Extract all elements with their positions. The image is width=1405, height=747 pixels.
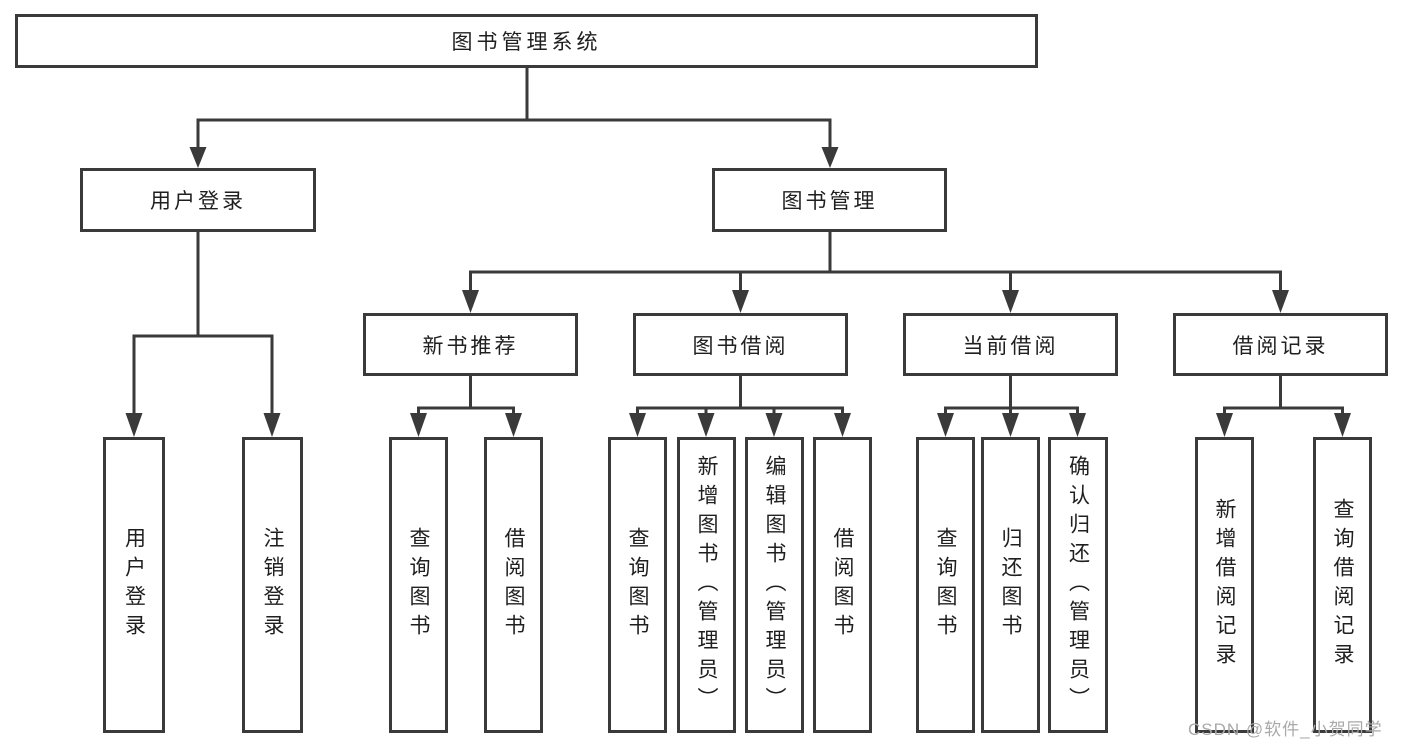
leaf-add-borrow-record: 新增借阅记录 (1195, 437, 1254, 733)
leaf-logout: 注销登录 (242, 437, 303, 733)
leaf-user-login-label: 用户登录 (122, 527, 146, 643)
node-book-management-label: 图书管理 (781, 190, 878, 213)
leaf-borrow-book-1-label: 借阅图书 (502, 527, 526, 643)
leaf-query-book-2-label: 查询图书 (626, 527, 650, 643)
leaf-query-book-1-label: 查询图书 (407, 527, 431, 643)
leaf-edit-book-admin: 编辑图书（管理员） (745, 437, 804, 733)
leaf-borrow-book-1: 借阅图书 (484, 437, 543, 733)
leaf-query-book-2: 查询图书 (608, 437, 667, 733)
node-new-book-recommend-label: 新书推荐 (422, 334, 519, 358)
leaf-borrow-book-2: 借阅图书 (813, 437, 872, 733)
leaf-query-book-3: 查询图书 (916, 437, 975, 733)
leaf-add-book-admin: 新增图书（管理员） (677, 437, 736, 733)
node-user-login-label: 用户登录 (150, 190, 246, 213)
leaf-query-borrow-record-label: 查询借阅记录 (1331, 498, 1355, 672)
leaf-return-book: 归还图书 (981, 437, 1040, 733)
leaf-edit-book-admin-label: 编辑图书（管理员） (763, 454, 787, 716)
node-current-borrow: 当前借阅 (903, 313, 1118, 376)
node-book-borrow: 图书借阅 (633, 313, 848, 376)
leaf-add-borrow-record-label: 新增借阅记录 (1213, 498, 1237, 672)
leaf-query-book-3-label: 查询图书 (934, 527, 958, 643)
node-system-root: 图书管理系统 (15, 14, 1038, 68)
node-user-login: 用户登录 (80, 168, 316, 232)
node-system-root-label: 图书管理系统 (451, 31, 602, 54)
node-book-management: 图书管理 (712, 168, 947, 232)
node-book-borrow-label: 图书借阅 (692, 334, 789, 358)
leaf-query-borrow-record: 查询借阅记录 (1313, 437, 1372, 733)
leaf-logout-label: 注销登录 (261, 527, 285, 643)
leaf-return-book-label: 归还图书 (999, 527, 1023, 643)
node-borrow-record: 借阅记录 (1173, 313, 1388, 376)
leaf-query-book-1: 查询图书 (389, 437, 448, 733)
node-borrow-record-label: 借阅记录 (1232, 334, 1329, 358)
leaf-confirm-return-admin: 确认归还（管理员） (1048, 437, 1108, 733)
leaf-add-book-admin-label: 新增图书（管理员） (695, 454, 719, 716)
csdn-watermark: CSDN @软件_小贺同学 (1188, 720, 1383, 739)
leaf-user-login: 用户登录 (103, 437, 165, 733)
node-current-borrow-label: 当前借阅 (962, 334, 1059, 358)
node-new-book-recommend: 新书推荐 (363, 313, 578, 376)
leaf-borrow-book-2-label: 借阅图书 (831, 527, 855, 643)
leaf-confirm-return-admin-label: 确认归还（管理员） (1066, 454, 1090, 716)
